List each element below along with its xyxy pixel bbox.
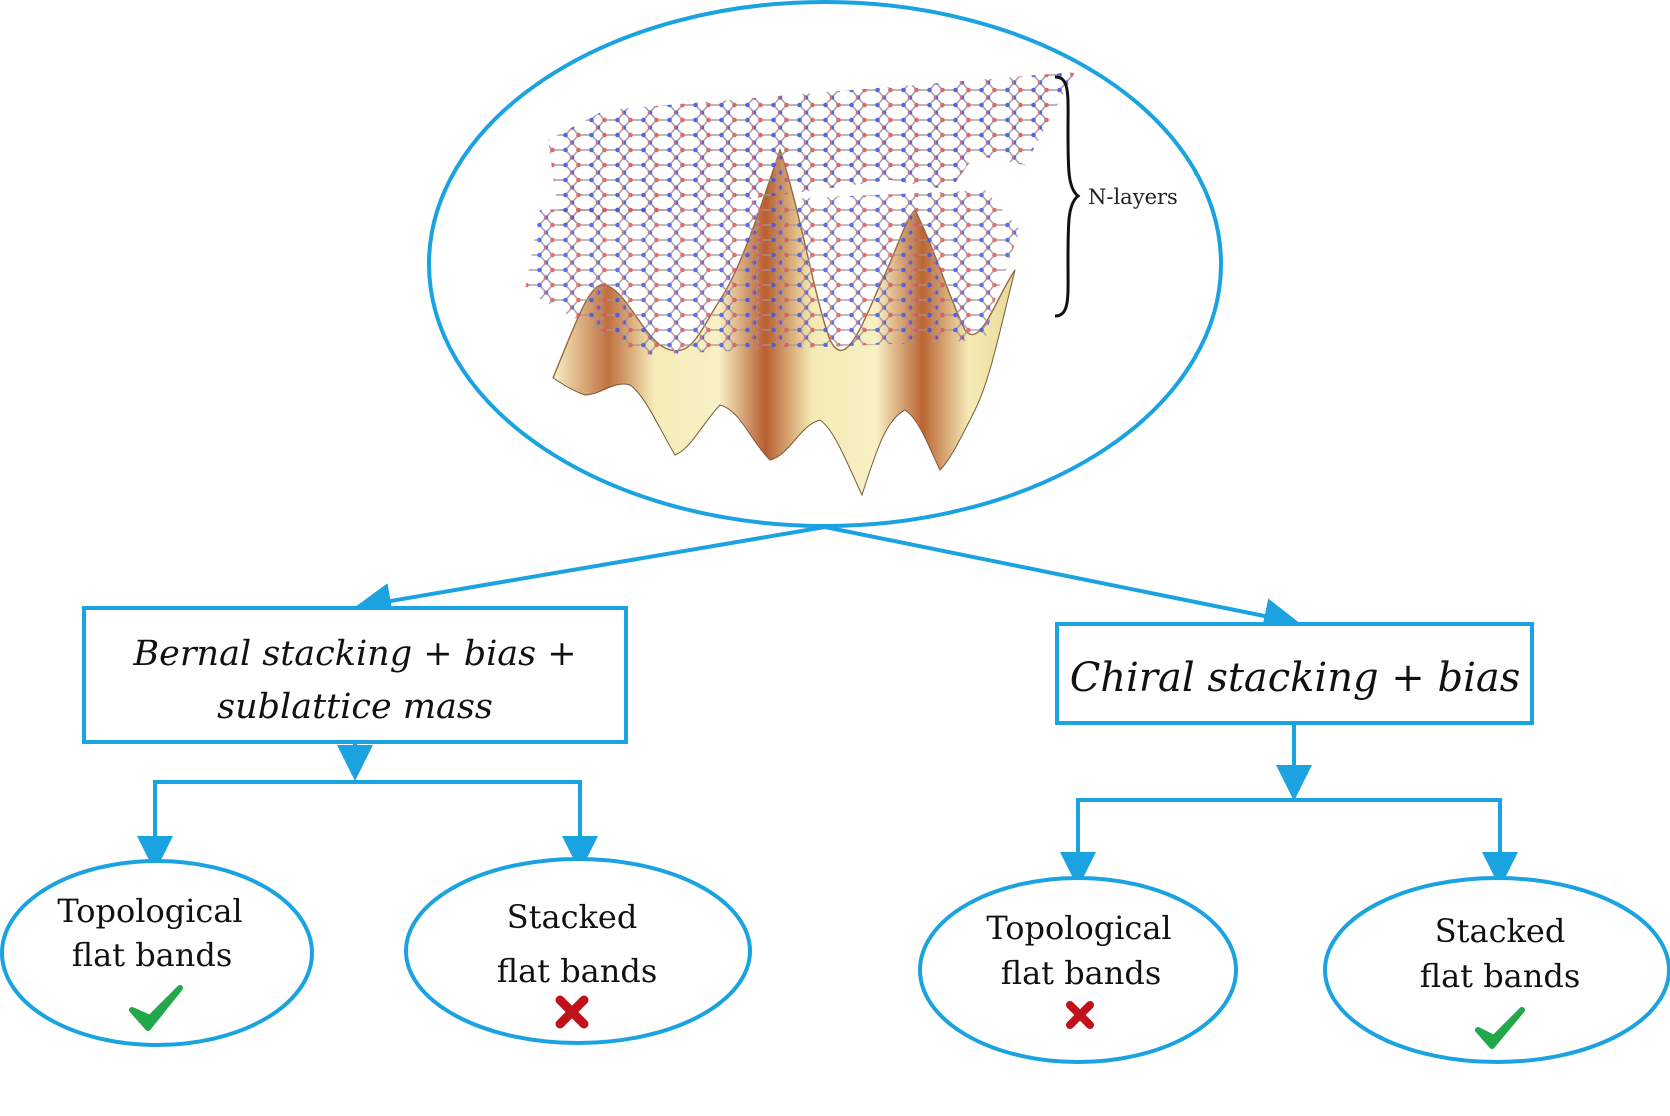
leaf-label-line1: Topological [986, 909, 1171, 947]
bottom-graphene-layer [525, 190, 1020, 355]
leaf-label-line2: flat bands [497, 952, 658, 990]
top-graphene-layer [548, 72, 1075, 225]
leaf-bernal-topological: Topological flat bands [0, 859, 314, 1047]
arrow-to-left-branch [355, 525, 826, 619]
branch-bernal-title-line2: sublattice mass [217, 687, 493, 727]
branch-box-bernal [82, 606, 628, 744]
branch-bernal-title-line1: Bernal stacking + bias + [132, 634, 576, 674]
branch-chiral-title-line1: Chiral stacking + bias [1070, 655, 1521, 701]
right-branch-connectors [1060, 723, 1518, 888]
check-icon [1475, 1007, 1525, 1049]
leaf-label-line1: Stacked [507, 898, 638, 936]
leaf-label-line1: Topological [57, 892, 242, 930]
branch-box-chiral [1055, 622, 1534, 725]
cross-icon [555, 995, 589, 1029]
leaf-label-line2: flat bands [1001, 954, 1162, 992]
arrow-to-right-branch [824, 525, 1300, 634]
layers-brace [1054, 75, 1081, 318]
graphene-moire-illustration [525, 72, 1075, 497]
leaf-chiral-stacked: Stacked flat bands [1323, 876, 1670, 1064]
cross-icon [1066, 1001, 1094, 1029]
leaf-bernal-stacked: Stacked flat bands [404, 857, 752, 1045]
check-icon [129, 985, 183, 1031]
leaf-label-line2: flat bands [72, 936, 233, 974]
layers-label: N-layers [1088, 185, 1178, 209]
leaf-label-line1: Stacked [1435, 912, 1566, 950]
leaf-label-line2: flat bands [1420, 957, 1581, 995]
left-branch-connectors [137, 742, 598, 872]
leaf-chiral-topological: Topological flat bands [918, 876, 1238, 1064]
